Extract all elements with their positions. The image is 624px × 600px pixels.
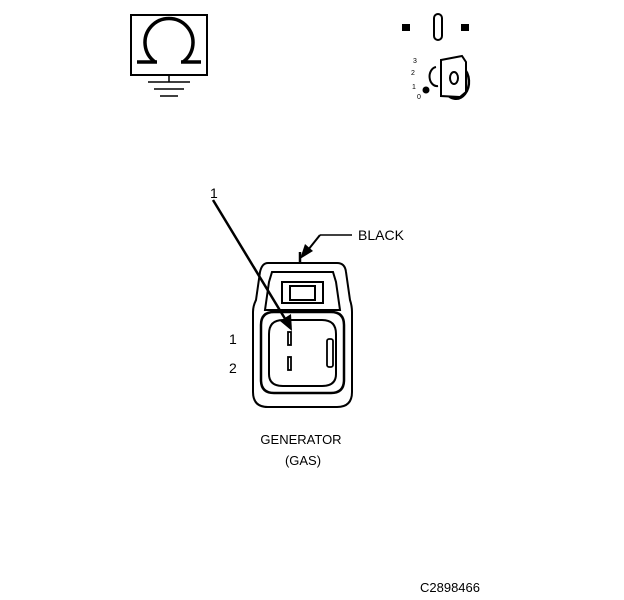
connector-inner-ridge <box>263 271 342 311</box>
connector-cavity <box>259 310 346 395</box>
component-name: GENERATOR <box>260 432 341 447</box>
ignition-position-1: 1 <box>412 84 416 91</box>
ignition-position-0: 0 <box>417 94 421 101</box>
component-variant: (GAS) <box>285 453 321 468</box>
ignition-position-3: 3 <box>413 58 417 65</box>
color-leader-arrow <box>300 234 352 259</box>
connector-body <box>252 252 353 408</box>
connector-color-label: BLACK <box>358 227 405 243</box>
pin-1-terminal <box>287 331 292 346</box>
connector-latch <box>281 281 324 304</box>
ohm-meter-ground-icon <box>130 14 208 97</box>
polarization-key <box>326 338 334 368</box>
pin-label-1: 1 <box>229 331 237 347</box>
callout-arrow-1 <box>211 199 292 331</box>
ignition-key-switch-icon: 3 2 1 0 <box>402 13 471 101</box>
callout-number-1: 1 <box>210 185 218 201</box>
pin-label-2: 2 <box>229 360 237 376</box>
ignition-position-2: 2 <box>411 70 415 77</box>
figure-id: C2898466 <box>420 580 480 595</box>
pin-2-terminal <box>287 356 292 371</box>
